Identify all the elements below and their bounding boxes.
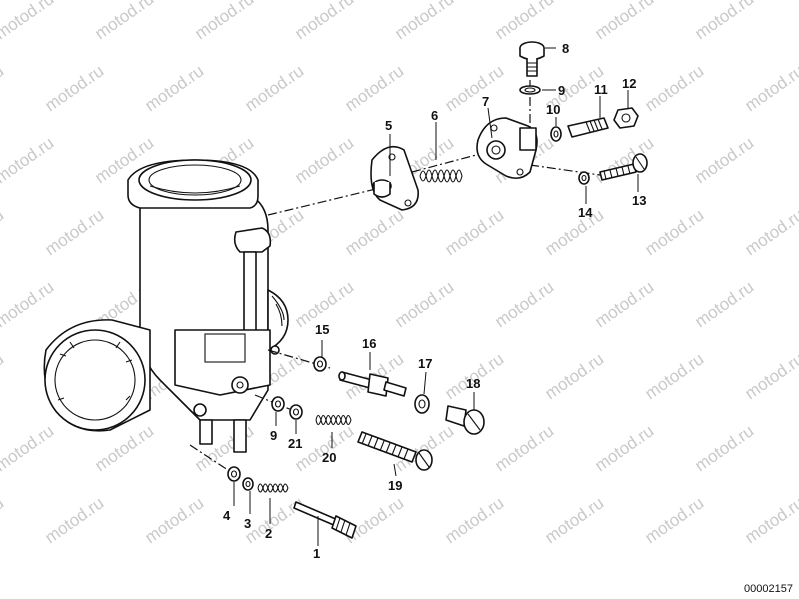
callout-20: 20 xyxy=(322,450,336,465)
part-7-housing xyxy=(476,117,538,180)
watermark-layer: motod.ru motod.ru motod.ru motod.ru motod.ru… xyxy=(0,0,799,547)
part-16-shaft xyxy=(338,371,407,397)
watermark-text: motod.ru xyxy=(491,277,557,331)
watermark-text: motod.ru xyxy=(591,421,657,475)
callout-18: 18 xyxy=(466,376,480,391)
callout-21: 21 xyxy=(288,436,302,451)
callout-13: 13 xyxy=(632,193,646,208)
carburetor-body xyxy=(43,159,289,453)
watermark-text: motod.ru xyxy=(91,0,157,43)
watermark-text: motod.ru xyxy=(0,421,57,475)
watermark-text: motod.ru xyxy=(0,277,57,331)
watermark-text: motod.ru xyxy=(441,61,507,115)
watermark-text: motod.ru xyxy=(741,349,799,403)
callout-16: 16 xyxy=(362,336,376,351)
watermark-text: motod.ru xyxy=(341,205,407,259)
watermark-text: motod.ru xyxy=(0,349,7,403)
part-9-washer-top xyxy=(519,85,541,95)
part-14-washer xyxy=(578,171,590,185)
watermark-text: motod.ru xyxy=(41,493,107,547)
callout-7: 7 xyxy=(482,94,489,109)
callout-1: 1 xyxy=(313,546,320,561)
part-18-screw xyxy=(445,405,485,435)
watermark-text: motod.ru xyxy=(41,61,107,115)
leader-lines xyxy=(233,47,639,546)
callout-8: 8 xyxy=(562,41,569,56)
watermark-text: motod.ru xyxy=(291,0,357,43)
callout-2: 2 xyxy=(265,526,272,541)
watermark-text: motod.ru xyxy=(0,493,7,547)
part-1-needle-screw xyxy=(293,501,357,539)
callout-6: 6 xyxy=(431,108,438,123)
watermark-text: motod.ru xyxy=(741,493,799,547)
part-17-ring xyxy=(414,394,430,414)
part-2-spring xyxy=(257,483,289,493)
watermark-text: motod.ru xyxy=(591,277,657,331)
watermark-text: motod.ru xyxy=(541,349,607,403)
watermark-text: motod.ru xyxy=(641,493,707,547)
watermark-text: motod.ru xyxy=(541,205,607,259)
part-20-spring xyxy=(315,414,352,426)
callout-11: 11 xyxy=(594,82,608,97)
callout-10: 10 xyxy=(546,102,560,117)
watermark-text: motod.ru xyxy=(0,205,7,259)
watermark-text: motod.ru xyxy=(0,0,57,43)
watermark-text: motod.ru xyxy=(741,61,799,115)
watermark-text: motod.ru xyxy=(191,0,257,43)
part-21-ring xyxy=(289,404,303,420)
part-11-sleeve xyxy=(567,117,609,138)
callout-17: 17 xyxy=(418,356,432,371)
watermark-text: motod.ru xyxy=(0,133,57,187)
callout-19: 19 xyxy=(388,478,402,493)
callout-5: 5 xyxy=(385,118,392,133)
watermark-text: motod.ru xyxy=(541,493,607,547)
watermark-text: motod.ru xyxy=(491,0,557,43)
watermark-text: motod.ru xyxy=(391,277,457,331)
callout-4: 4 xyxy=(223,508,231,523)
part-12-nut xyxy=(613,107,639,129)
callout-3: 3 xyxy=(244,516,251,531)
watermark-text: motod.ru xyxy=(591,0,657,43)
watermark-text: motod.ru xyxy=(441,493,507,547)
part-13-screw xyxy=(599,153,648,181)
callout-12: 12 xyxy=(622,76,636,91)
part-10-ring xyxy=(550,126,562,142)
watermark-text: motod.ru xyxy=(341,61,407,115)
part-4-ring xyxy=(227,466,241,482)
reference-code: 00002157 xyxy=(744,583,793,595)
watermark-text: motod.ru xyxy=(241,493,307,547)
watermark-text: motod.ru xyxy=(641,205,707,259)
watermark-text: motod.ru xyxy=(241,61,307,115)
watermark-text: motod.ru xyxy=(691,277,757,331)
callout-9-top: 9 xyxy=(558,83,565,98)
watermark-text: motod.ru xyxy=(441,205,507,259)
watermark-text: motod.ru xyxy=(741,205,799,259)
watermark-text: motod.ru xyxy=(691,133,757,187)
watermark-text: motod.ru xyxy=(141,493,207,547)
watermark-text: motod.ru xyxy=(691,0,757,43)
watermark-text: motod.ru xyxy=(391,0,457,43)
watermark-text: motod.ru xyxy=(291,133,357,187)
part-5-flange xyxy=(370,145,419,211)
part-19-screw xyxy=(357,431,433,471)
callout-14: 14 xyxy=(578,205,593,220)
watermark-text: motod.ru xyxy=(41,205,107,259)
watermark-text: motod.ru xyxy=(641,61,707,115)
watermark-text: motod.ru xyxy=(341,493,407,547)
watermark-text: motod.ru xyxy=(141,61,207,115)
callout-9-lower: 9 xyxy=(270,428,277,443)
watermark-text: motod.ru xyxy=(0,61,7,115)
part-8-screw xyxy=(519,41,545,77)
part-6-spring xyxy=(419,169,463,183)
part-3-washer xyxy=(242,477,254,491)
watermark-text: motod.ru xyxy=(491,421,557,475)
watermark-text: motod.ru xyxy=(641,349,707,403)
callout-15: 15 xyxy=(315,322,329,337)
callout-labels: 8 9 7 6 5 10 11 12 13 14 15 16 17 18 9 2… xyxy=(223,41,646,561)
part-9-washer-lower xyxy=(271,396,285,412)
watermark-text: motod.ru xyxy=(691,421,757,475)
part-15-ring xyxy=(313,356,327,372)
